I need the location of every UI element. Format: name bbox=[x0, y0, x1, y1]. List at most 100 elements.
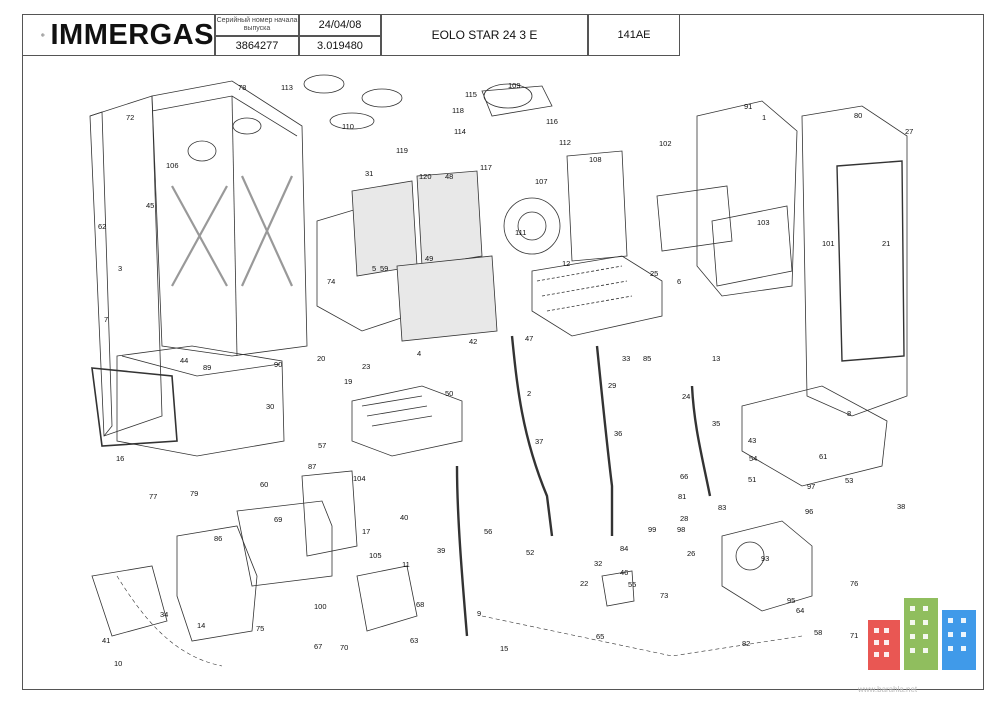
part-label-57: 57 bbox=[318, 441, 326, 450]
part-label-82: 82 bbox=[742, 639, 750, 648]
serial-label: Серийный номер начала выпуска bbox=[215, 14, 299, 36]
part-label-13: 13 bbox=[712, 354, 720, 363]
part-label-109: 109 bbox=[508, 81, 521, 90]
part-label-115: 115 bbox=[465, 90, 477, 99]
part-label-49: 49 bbox=[425, 254, 433, 263]
part-label-90: 90 bbox=[274, 360, 282, 369]
part-label-30: 30 bbox=[266, 402, 274, 411]
part-label-69: 69 bbox=[274, 515, 282, 524]
part-label-51: 51 bbox=[748, 475, 756, 484]
part-label-77: 77 bbox=[149, 492, 157, 501]
part-number-cell: 3864277 bbox=[215, 36, 299, 56]
model-cell: EOLO STAR 24 3 E bbox=[381, 14, 588, 56]
part-label-107: 107 bbox=[535, 177, 548, 186]
part-label-43: 43 bbox=[748, 436, 756, 445]
part-label-61: 61 bbox=[819, 452, 827, 461]
part-label-6: 6 bbox=[677, 277, 681, 286]
part-label-91: 91 bbox=[744, 102, 752, 111]
part-label-63: 63 bbox=[410, 636, 418, 645]
part-label-120: 120 bbox=[419, 172, 432, 181]
part-label-97: 97 bbox=[807, 482, 815, 491]
exploded-view-diagram: 1 2 3 4 5 6 7 8 9 10 11 12 13 14 15 16 1… bbox=[89, 74, 913, 668]
part-label-9: 9 bbox=[477, 609, 481, 618]
part-label-22: 22 bbox=[580, 579, 588, 588]
immergas-emblem-icon bbox=[41, 33, 45, 37]
part-label-17: 17 bbox=[362, 527, 370, 536]
part-label-4: 4 bbox=[417, 349, 421, 358]
part-label-58: 58 bbox=[814, 628, 822, 637]
part-label-15: 15 bbox=[500, 644, 508, 653]
part-label-50: 50 bbox=[445, 389, 453, 398]
part-label-3: 3 bbox=[118, 264, 122, 273]
part-label-45: 45 bbox=[146, 201, 154, 210]
part-label-27: 27 bbox=[905, 127, 913, 136]
part-label-87: 87 bbox=[308, 462, 316, 471]
part-label-52: 52 bbox=[526, 548, 534, 557]
part-label-55: 55 bbox=[628, 580, 636, 589]
part-label-86: 86 bbox=[214, 534, 222, 543]
watermark-logo bbox=[868, 598, 976, 670]
part-label-62: 62 bbox=[98, 222, 106, 231]
part-label-42: 42 bbox=[469, 337, 477, 346]
part-label-64: 64 bbox=[796, 606, 804, 615]
part-label-108: 108 bbox=[589, 155, 602, 164]
part-label-117: 117 bbox=[480, 163, 492, 172]
part-label-38: 38 bbox=[897, 502, 905, 511]
part-label-73: 73 bbox=[660, 591, 668, 600]
part-label-96: 96 bbox=[805, 507, 813, 516]
part-label-16: 16 bbox=[116, 454, 124, 463]
code-cell: 141AE bbox=[588, 14, 680, 56]
part-label-81: 81 bbox=[678, 492, 686, 501]
part-label-100: 100 bbox=[314, 602, 327, 611]
part-label-119: 119 bbox=[396, 146, 408, 155]
immergas-logo: IMMERGAS bbox=[22, 14, 215, 56]
part-label-84: 84 bbox=[620, 544, 628, 553]
part-label-28: 28 bbox=[680, 514, 688, 523]
part-label-21: 21 bbox=[882, 239, 890, 248]
part-label-59: 59 bbox=[380, 264, 388, 273]
part-label-68: 68 bbox=[416, 600, 424, 609]
part-label-53: 53 bbox=[845, 476, 853, 485]
part-label-112: 112 bbox=[559, 138, 571, 147]
part-label-40: 40 bbox=[400, 513, 408, 522]
part-label-74: 74 bbox=[327, 277, 335, 286]
part-label-54: 54 bbox=[749, 454, 757, 463]
part-label-7: 7 bbox=[104, 315, 108, 324]
part-label-98: 98 bbox=[677, 525, 685, 534]
part-label-118: 118 bbox=[452, 106, 464, 115]
part-label-19: 19 bbox=[344, 377, 352, 386]
part-label-80: 80 bbox=[854, 111, 862, 120]
part-label-26: 26 bbox=[687, 549, 695, 558]
part-label-25: 25 bbox=[650, 269, 658, 278]
part-label-23: 23 bbox=[362, 362, 370, 371]
part-label-103: 103 bbox=[757, 218, 770, 227]
part-label-102: 102 bbox=[659, 139, 672, 148]
part-label-65: 65 bbox=[596, 632, 604, 641]
watermark-text: www.barahla.net bbox=[858, 685, 918, 694]
part-label-56: 56 bbox=[484, 527, 492, 536]
part-label-1: 1 bbox=[762, 113, 766, 122]
part-label-89: 89 bbox=[203, 363, 211, 372]
part-label-99: 99 bbox=[648, 525, 656, 534]
part-label-111: 111 bbox=[515, 228, 526, 237]
part-label-35: 35 bbox=[712, 419, 720, 428]
part-label-39: 39 bbox=[437, 546, 445, 555]
part-label-14: 14 bbox=[197, 621, 205, 630]
part-label-44: 44 bbox=[180, 356, 188, 365]
part-label-5: 5 bbox=[372, 264, 376, 273]
part-label-93: 93 bbox=[761, 554, 769, 563]
part-label-106: 106 bbox=[166, 161, 179, 170]
part-label-75: 75 bbox=[256, 624, 264, 633]
part-label-79: 79 bbox=[190, 489, 198, 498]
part-label-78: 78 bbox=[238, 83, 246, 92]
part-label-113: 113 bbox=[281, 83, 293, 92]
part-label-71: 71 bbox=[850, 631, 858, 640]
part-label-67: 67 bbox=[314, 642, 322, 651]
part-label-10: 10 bbox=[114, 659, 122, 668]
part-label-33: 33 bbox=[622, 354, 630, 363]
serial-number-cell: 3.019480 bbox=[299, 36, 381, 56]
date-cell: 24/04/08 bbox=[299, 14, 381, 36]
part-label-29: 29 bbox=[608, 381, 616, 390]
part-label-8: 8 bbox=[847, 409, 851, 418]
part-label-24: 24 bbox=[682, 392, 690, 401]
